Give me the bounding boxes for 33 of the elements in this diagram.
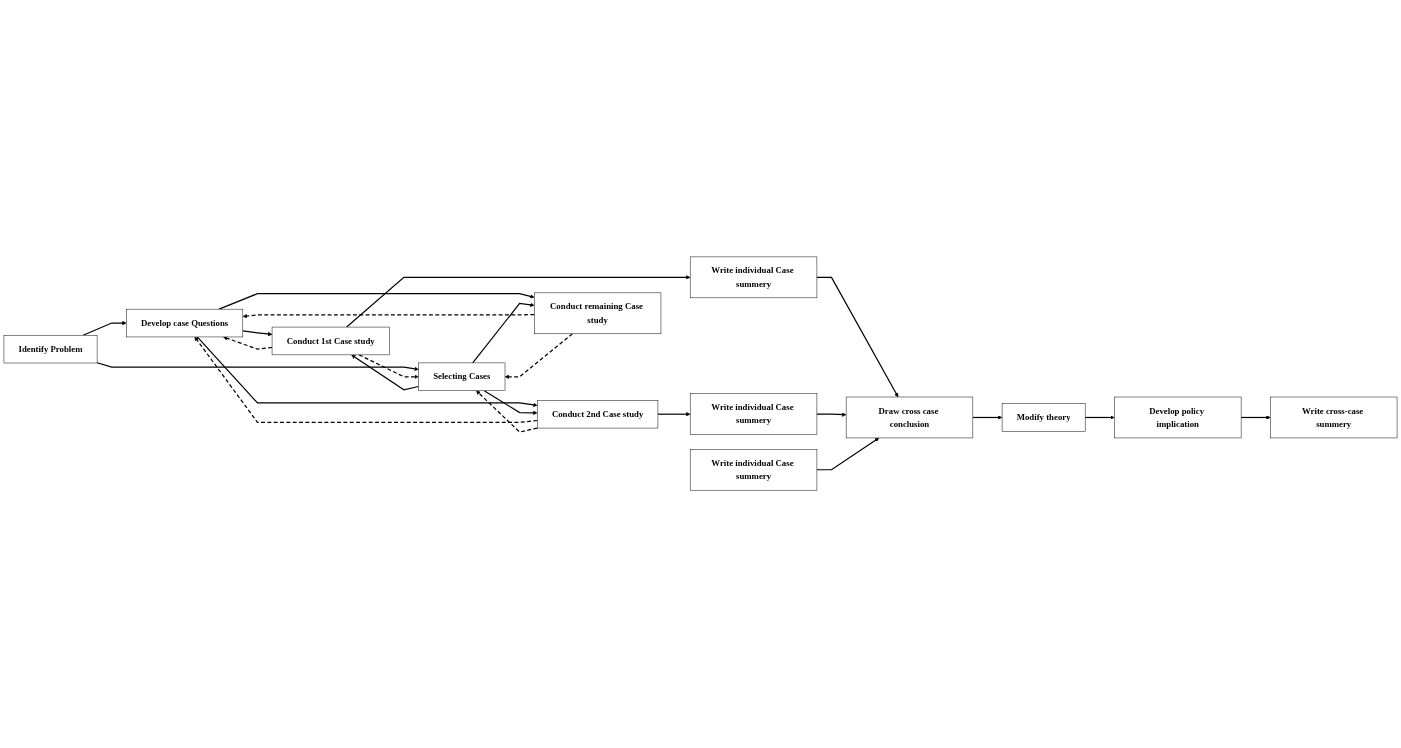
arrow: [351, 355, 420, 391]
node-box: Identify Problem: [3, 335, 98, 364]
arrow: [972, 415, 1003, 421]
arrow: [657, 412, 691, 417]
arrow: [1240, 415, 1271, 421]
arrow: [242, 314, 535, 319]
node-box: Conduct 1st Case study: [271, 327, 390, 356]
arrow: [223, 336, 273, 351]
arrow: [196, 336, 538, 408]
arrow: [472, 303, 535, 364]
node-box: Modify theory: [1001, 403, 1086, 433]
node-box: Write individual Case summery: [689, 449, 818, 491]
arrow: [346, 275, 691, 329]
arrow: [1084, 415, 1115, 421]
node-box: Write cross-case summery: [1270, 397, 1398, 439]
arrow: [82, 321, 127, 337]
node-box: Develop policy implication: [1114, 397, 1242, 439]
arrow: [816, 277, 899, 398]
node-box: Draw cross case conclusion: [845, 397, 974, 439]
node-box: Write individual Case summery: [689, 393, 818, 436]
arrow: [504, 333, 574, 380]
node-box: Conduct 2nd Case study: [537, 400, 659, 429]
arrow: [816, 412, 847, 418]
arrow: [194, 337, 538, 424]
arrow: [218, 293, 535, 311]
node-box: Develop case Questions: [126, 309, 244, 338]
arrow: [476, 390, 538, 434]
arrow: [96, 362, 419, 372]
node-box: Write individual Case summery: [689, 257, 818, 299]
arrow: [242, 330, 273, 337]
arrow: [816, 438, 880, 471]
node-box: Selecting Cases: [418, 363, 506, 392]
node-box: Conduct remaining Case study: [534, 293, 662, 335]
